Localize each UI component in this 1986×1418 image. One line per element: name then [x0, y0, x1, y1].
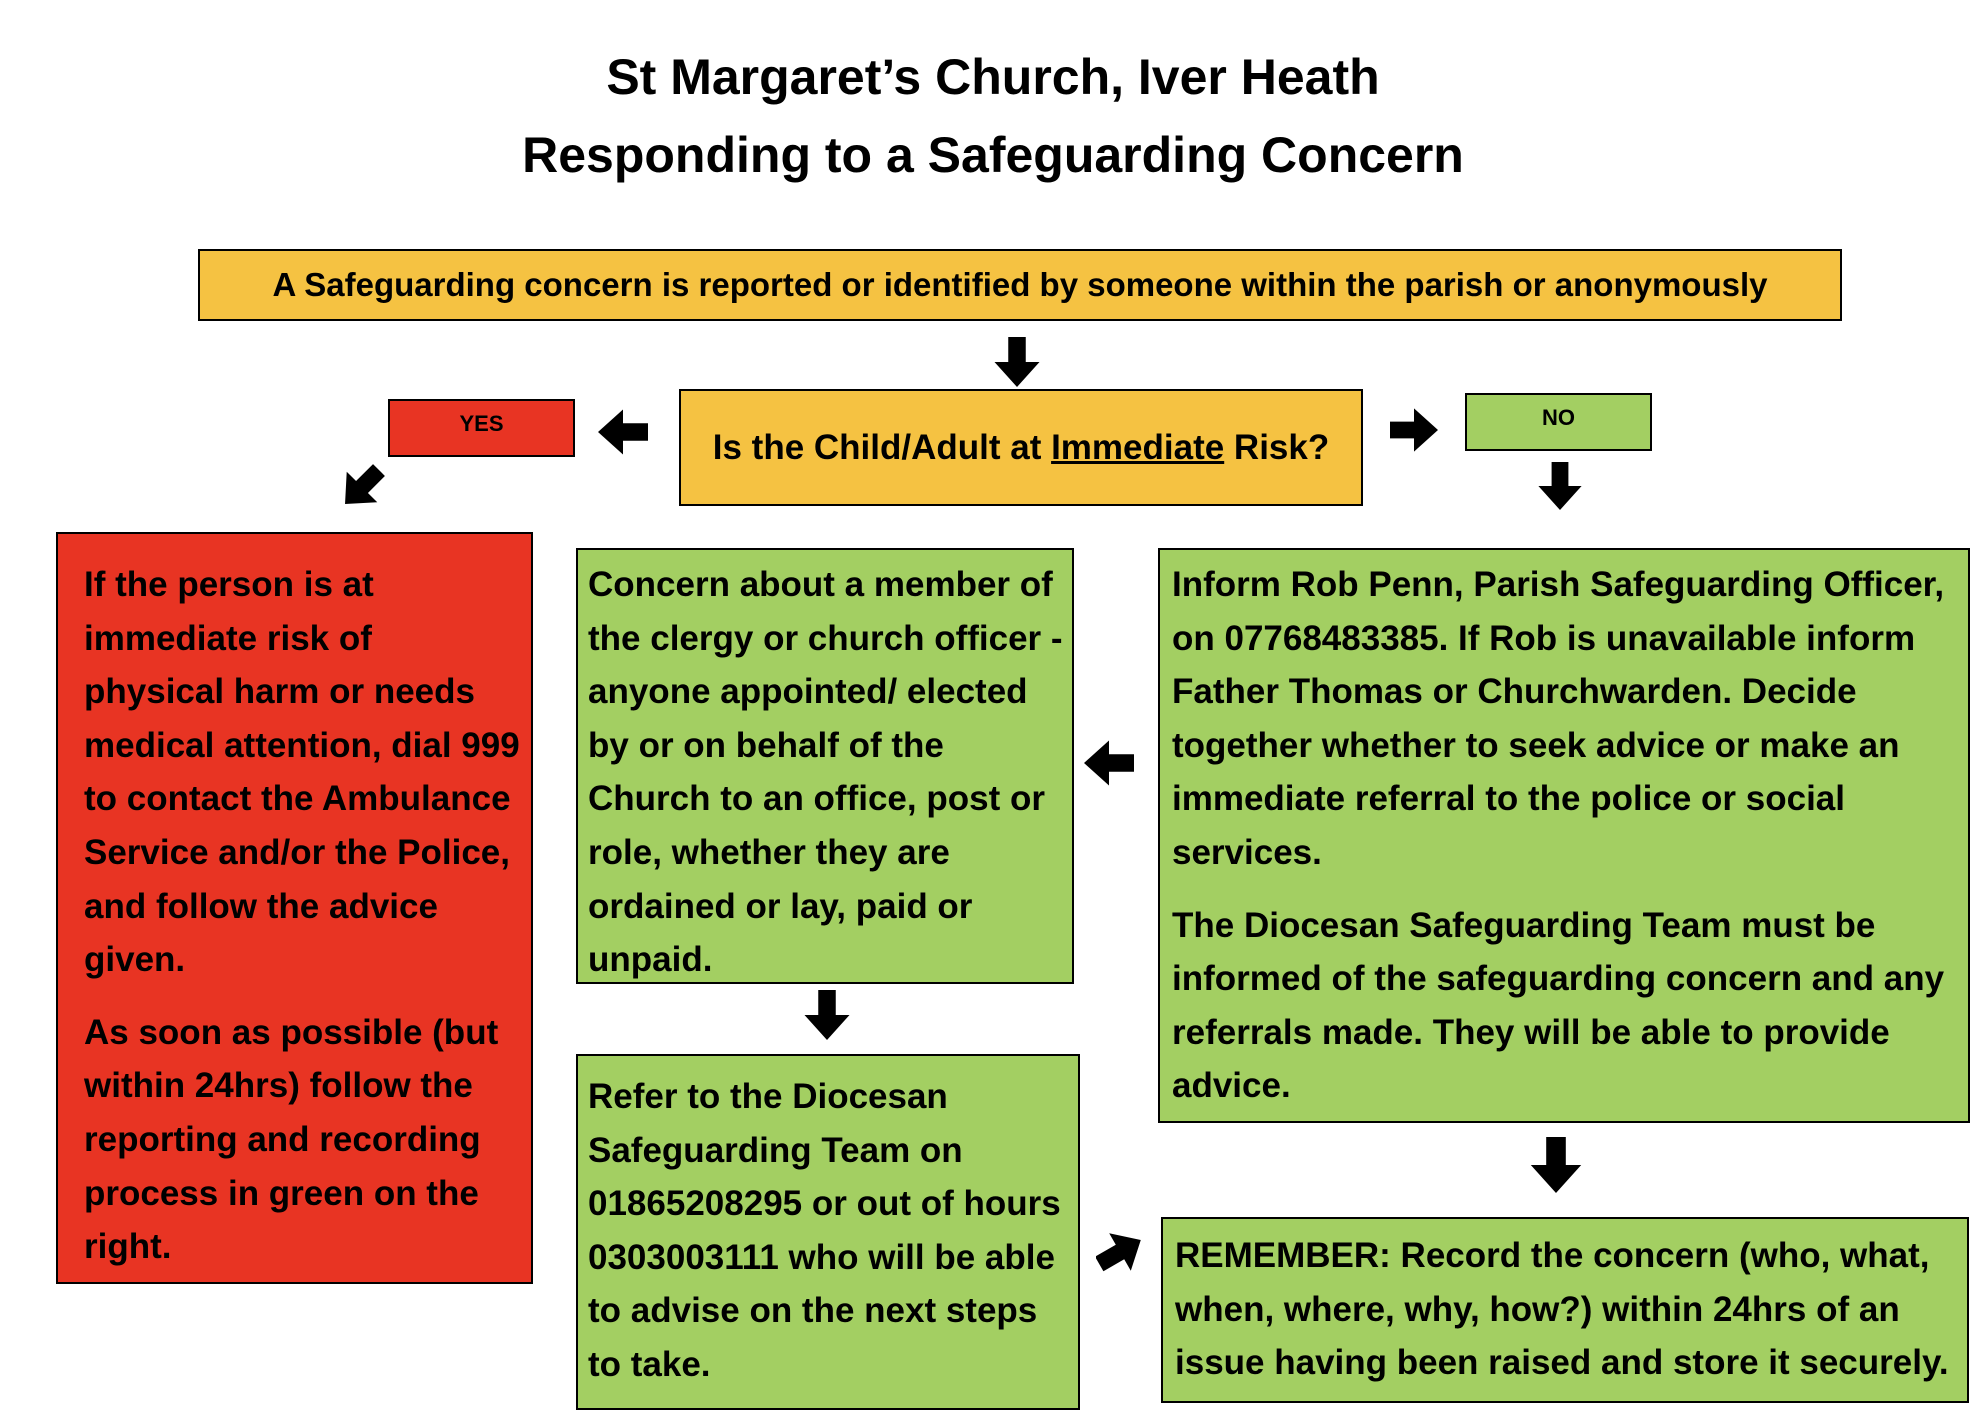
no-box: NO: [1465, 393, 1652, 451]
arrow-down-icon: [1538, 462, 1582, 510]
immediate-risk-box: If the person is at immediate risk of ph…: [56, 532, 533, 1284]
clergy-concern-box: Concern about a member of the clergy or …: [576, 548, 1074, 984]
arrow-left-icon: [1084, 740, 1134, 786]
arrow-down-icon: [804, 990, 850, 1040]
immediate-risk-paragraph-2: As soon as possible (but within 24hrs) f…: [84, 1012, 499, 1267]
arrow-down-icon: [994, 337, 1040, 387]
question-suffix: Risk?: [1224, 427, 1330, 467]
question-box: Is the Child/Adult at Immediate Risk?: [679, 389, 1363, 506]
start-box: A Safeguarding concern is reported or id…: [198, 249, 1842, 321]
diocesan-referral-text: Refer to the Diocesan Safeguarding Team …: [588, 1077, 1061, 1384]
arrow-down-icon: [1530, 1137, 1582, 1193]
arrow-left-icon: [598, 409, 648, 455]
yes-label: YES: [459, 411, 504, 436]
arrow-right-icon: [1390, 408, 1438, 452]
start-text: A Safeguarding concern is reported or id…: [272, 266, 1768, 303]
inform-officer-paragraph-2: The Diocesan Safeguarding Team must be i…: [1172, 905, 1945, 1106]
remember-text: REMEMBER: Record the concern (who, what,…: [1175, 1236, 1949, 1383]
question-emphasis: Immediate: [1051, 427, 1225, 467]
arrow-down-right-icon: [1096, 1233, 1141, 1272]
inform-officer-paragraph-1: Inform Rob Penn, Parish Safeguarding Off…: [1172, 565, 1945, 872]
question-text: Is the Child/Adult at Immediate Risk?: [713, 428, 1330, 468]
arrow-down-left-icon: [345, 464, 385, 504]
no-label: NO: [1542, 405, 1575, 430]
clergy-concern-text: Concern about a member of the clergy or …: [588, 565, 1063, 980]
remember-box: REMEMBER: Record the concern (who, what,…: [1161, 1217, 1969, 1403]
title-line-1: St Margaret’s Church, Iver Heath: [606, 49, 1380, 105]
title-line-2: Responding to a Safeguarding Concern: [522, 127, 1464, 183]
immediate-risk-paragraph-1: If the person is at immediate risk of ph…: [84, 565, 520, 980]
diocesan-referral-box: Refer to the Diocesan Safeguarding Team …: [576, 1054, 1080, 1410]
yes-box: YES: [388, 399, 575, 457]
inform-officer-box: Inform Rob Penn, Parish Safeguarding Off…: [1158, 548, 1970, 1123]
question-prefix: Is the Child/Adult at: [712, 427, 1052, 467]
